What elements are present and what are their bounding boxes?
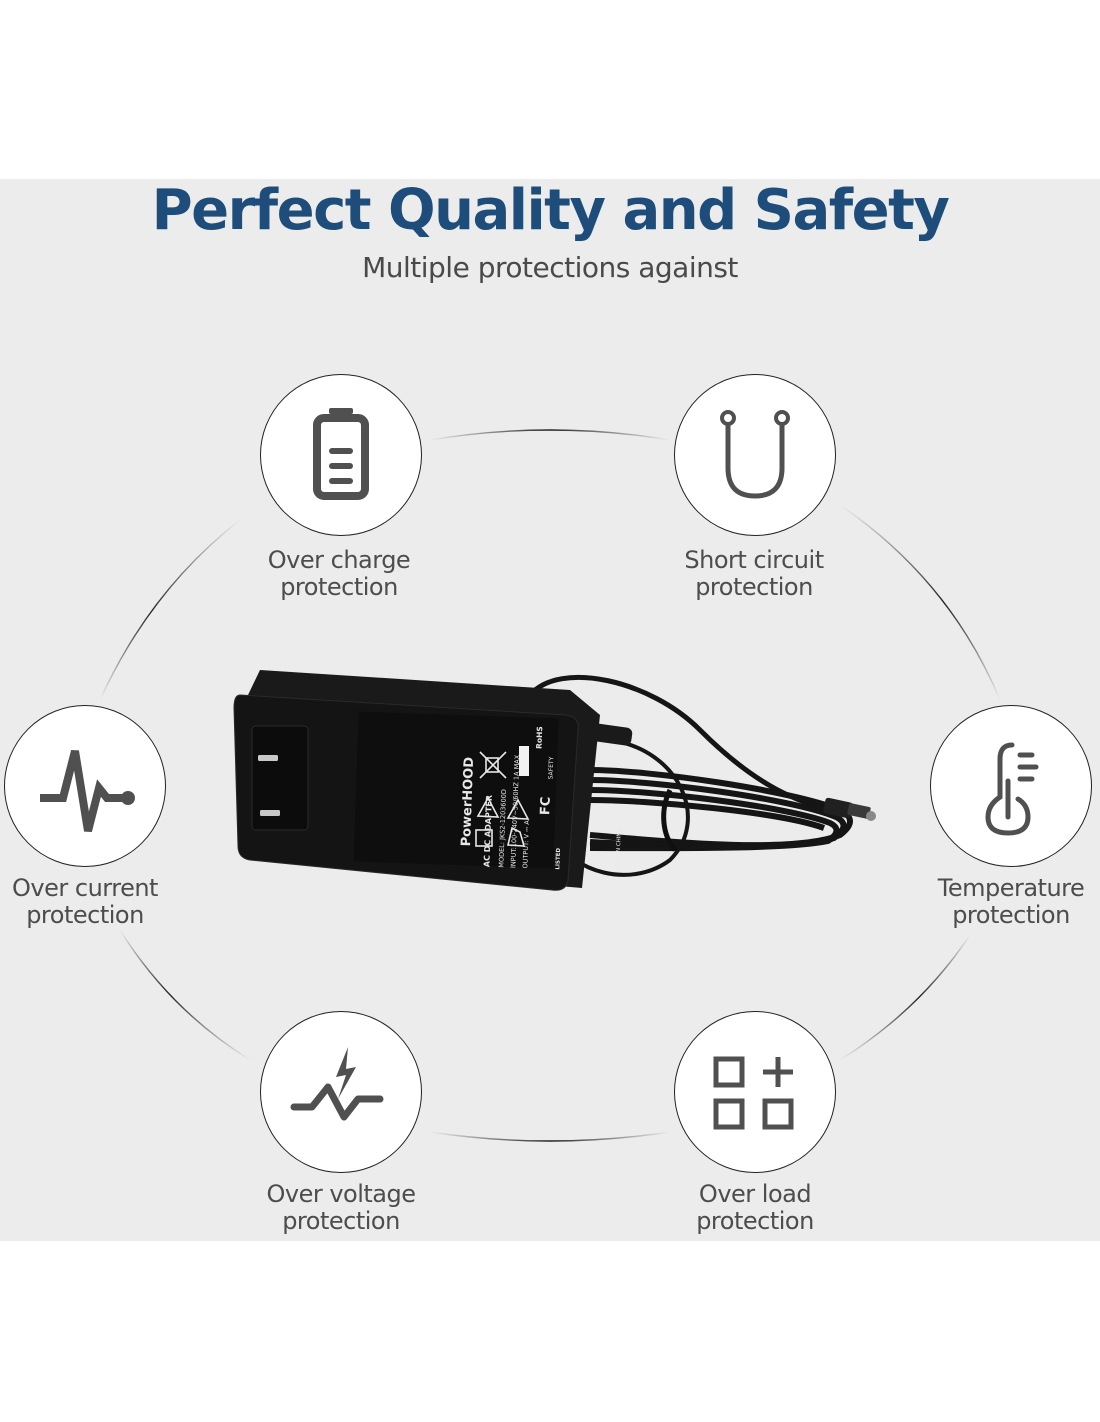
arc-top-right xyxy=(839,504,1001,701)
feature-circle xyxy=(4,705,166,867)
power-adapter-image: PowerHOOD AC DC ADAPTER MODEL: JKS2-1203… xyxy=(233,670,876,891)
fcc-text: FC xyxy=(538,796,554,815)
dc-cable xyxy=(528,674,831,813)
thermometer-icon xyxy=(985,742,1039,836)
output-text: OUTPUT: V ⎓ A xyxy=(521,820,531,869)
short-circuit-icon xyxy=(720,410,790,499)
coiled-cable xyxy=(589,767,853,852)
current-pulse-icon xyxy=(40,750,135,832)
ul-text: LISTED xyxy=(555,848,562,870)
model-text: MODEL: JKS2-1203600D xyxy=(497,789,508,868)
arc-top-left xyxy=(99,519,241,701)
feature-circle xyxy=(260,374,422,536)
cable-tie xyxy=(661,788,677,852)
brand-text: PowerHOOD xyxy=(459,757,477,847)
safety-text: SAFETY xyxy=(547,756,555,779)
certification-symbols xyxy=(475,751,530,847)
load-grid-icon xyxy=(713,1056,794,1130)
origin-text: MADE IN CHINA xyxy=(615,828,623,871)
arc-bottom-right xyxy=(839,934,971,1061)
arc-bottom xyxy=(429,1131,671,1142)
type-text: AC DC ADAPTER xyxy=(482,795,494,867)
page-subtitle: Multiple protections against xyxy=(362,251,738,284)
feature-circle xyxy=(674,374,836,536)
voltage-spike-icon xyxy=(290,1047,384,1121)
arc-bottom-left xyxy=(119,929,251,1061)
arc-top xyxy=(429,429,671,441)
battery-icon xyxy=(313,408,369,500)
dc-plug xyxy=(823,797,876,821)
feature-circle xyxy=(260,1011,422,1173)
page-title: Perfect Quality and Safety xyxy=(151,178,950,243)
input-text: INPUT:100-240V~50/60HZ 1A MAX xyxy=(509,754,521,868)
feature-circle xyxy=(674,1011,836,1173)
feature-circle xyxy=(930,705,1092,867)
rohs-text: RoHS xyxy=(534,726,544,749)
